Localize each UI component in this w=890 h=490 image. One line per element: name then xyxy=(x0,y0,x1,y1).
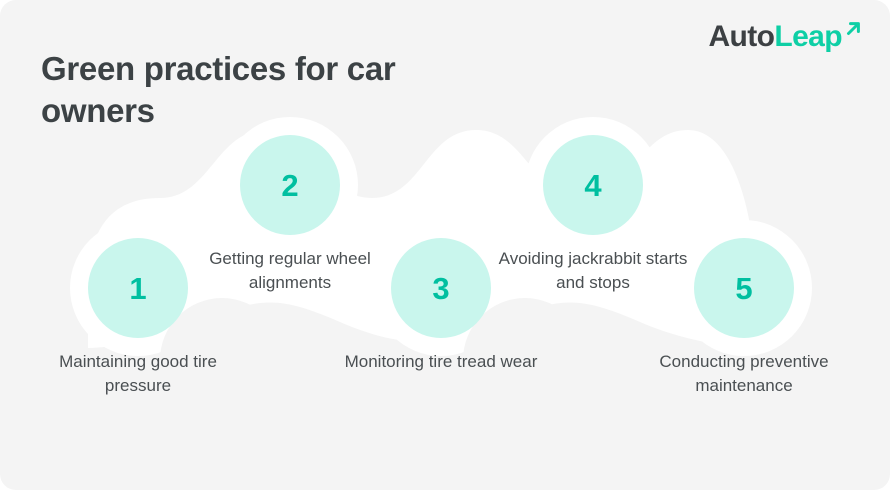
step-circle-2: 2 xyxy=(240,135,340,235)
step-circle-5: 5 xyxy=(694,238,794,338)
page-title: Green practices for car owners xyxy=(41,50,396,130)
step-number-4: 4 xyxy=(584,167,602,203)
step-number-2: 2 xyxy=(281,167,299,203)
step-circle-1: 1 xyxy=(88,238,188,338)
step-number-3: 3 xyxy=(432,270,450,306)
step-number-1: 1 xyxy=(129,270,147,306)
step-label-4: Avoiding jackrabbit starts and stops xyxy=(498,249,688,293)
step-item-2[interactable]: 2 Getting regular wheel alignments xyxy=(185,135,395,295)
step-label-5: Conducting preventive maintenance xyxy=(659,352,829,396)
arrow-up-right-icon xyxy=(844,20,862,42)
step-item-4[interactable]: 4 Avoiding jackrabbit starts and stops xyxy=(488,135,698,295)
step-item-5[interactable]: 5 Conducting preventive maintenance xyxy=(639,238,849,398)
step-label-2: Getting regular wheel alignments xyxy=(209,249,371,293)
brand-logo: Auto Leap xyxy=(708,22,862,52)
step-item-3[interactable]: 3 Monitoring tire tread wear xyxy=(336,238,546,374)
step-number-5: 5 xyxy=(735,270,753,306)
step-circle-3: 3 xyxy=(391,238,491,338)
step-label-3: Monitoring tire tread wear xyxy=(344,352,538,371)
step-circle-4: 4 xyxy=(543,135,643,235)
step-item-1[interactable]: 1 Maintaining good tire pressure xyxy=(33,238,243,398)
logo-text-auto: Auto xyxy=(708,20,775,53)
logo-text-leap: Leap xyxy=(774,20,842,53)
step-label-1: Maintaining good tire pressure xyxy=(59,352,217,396)
